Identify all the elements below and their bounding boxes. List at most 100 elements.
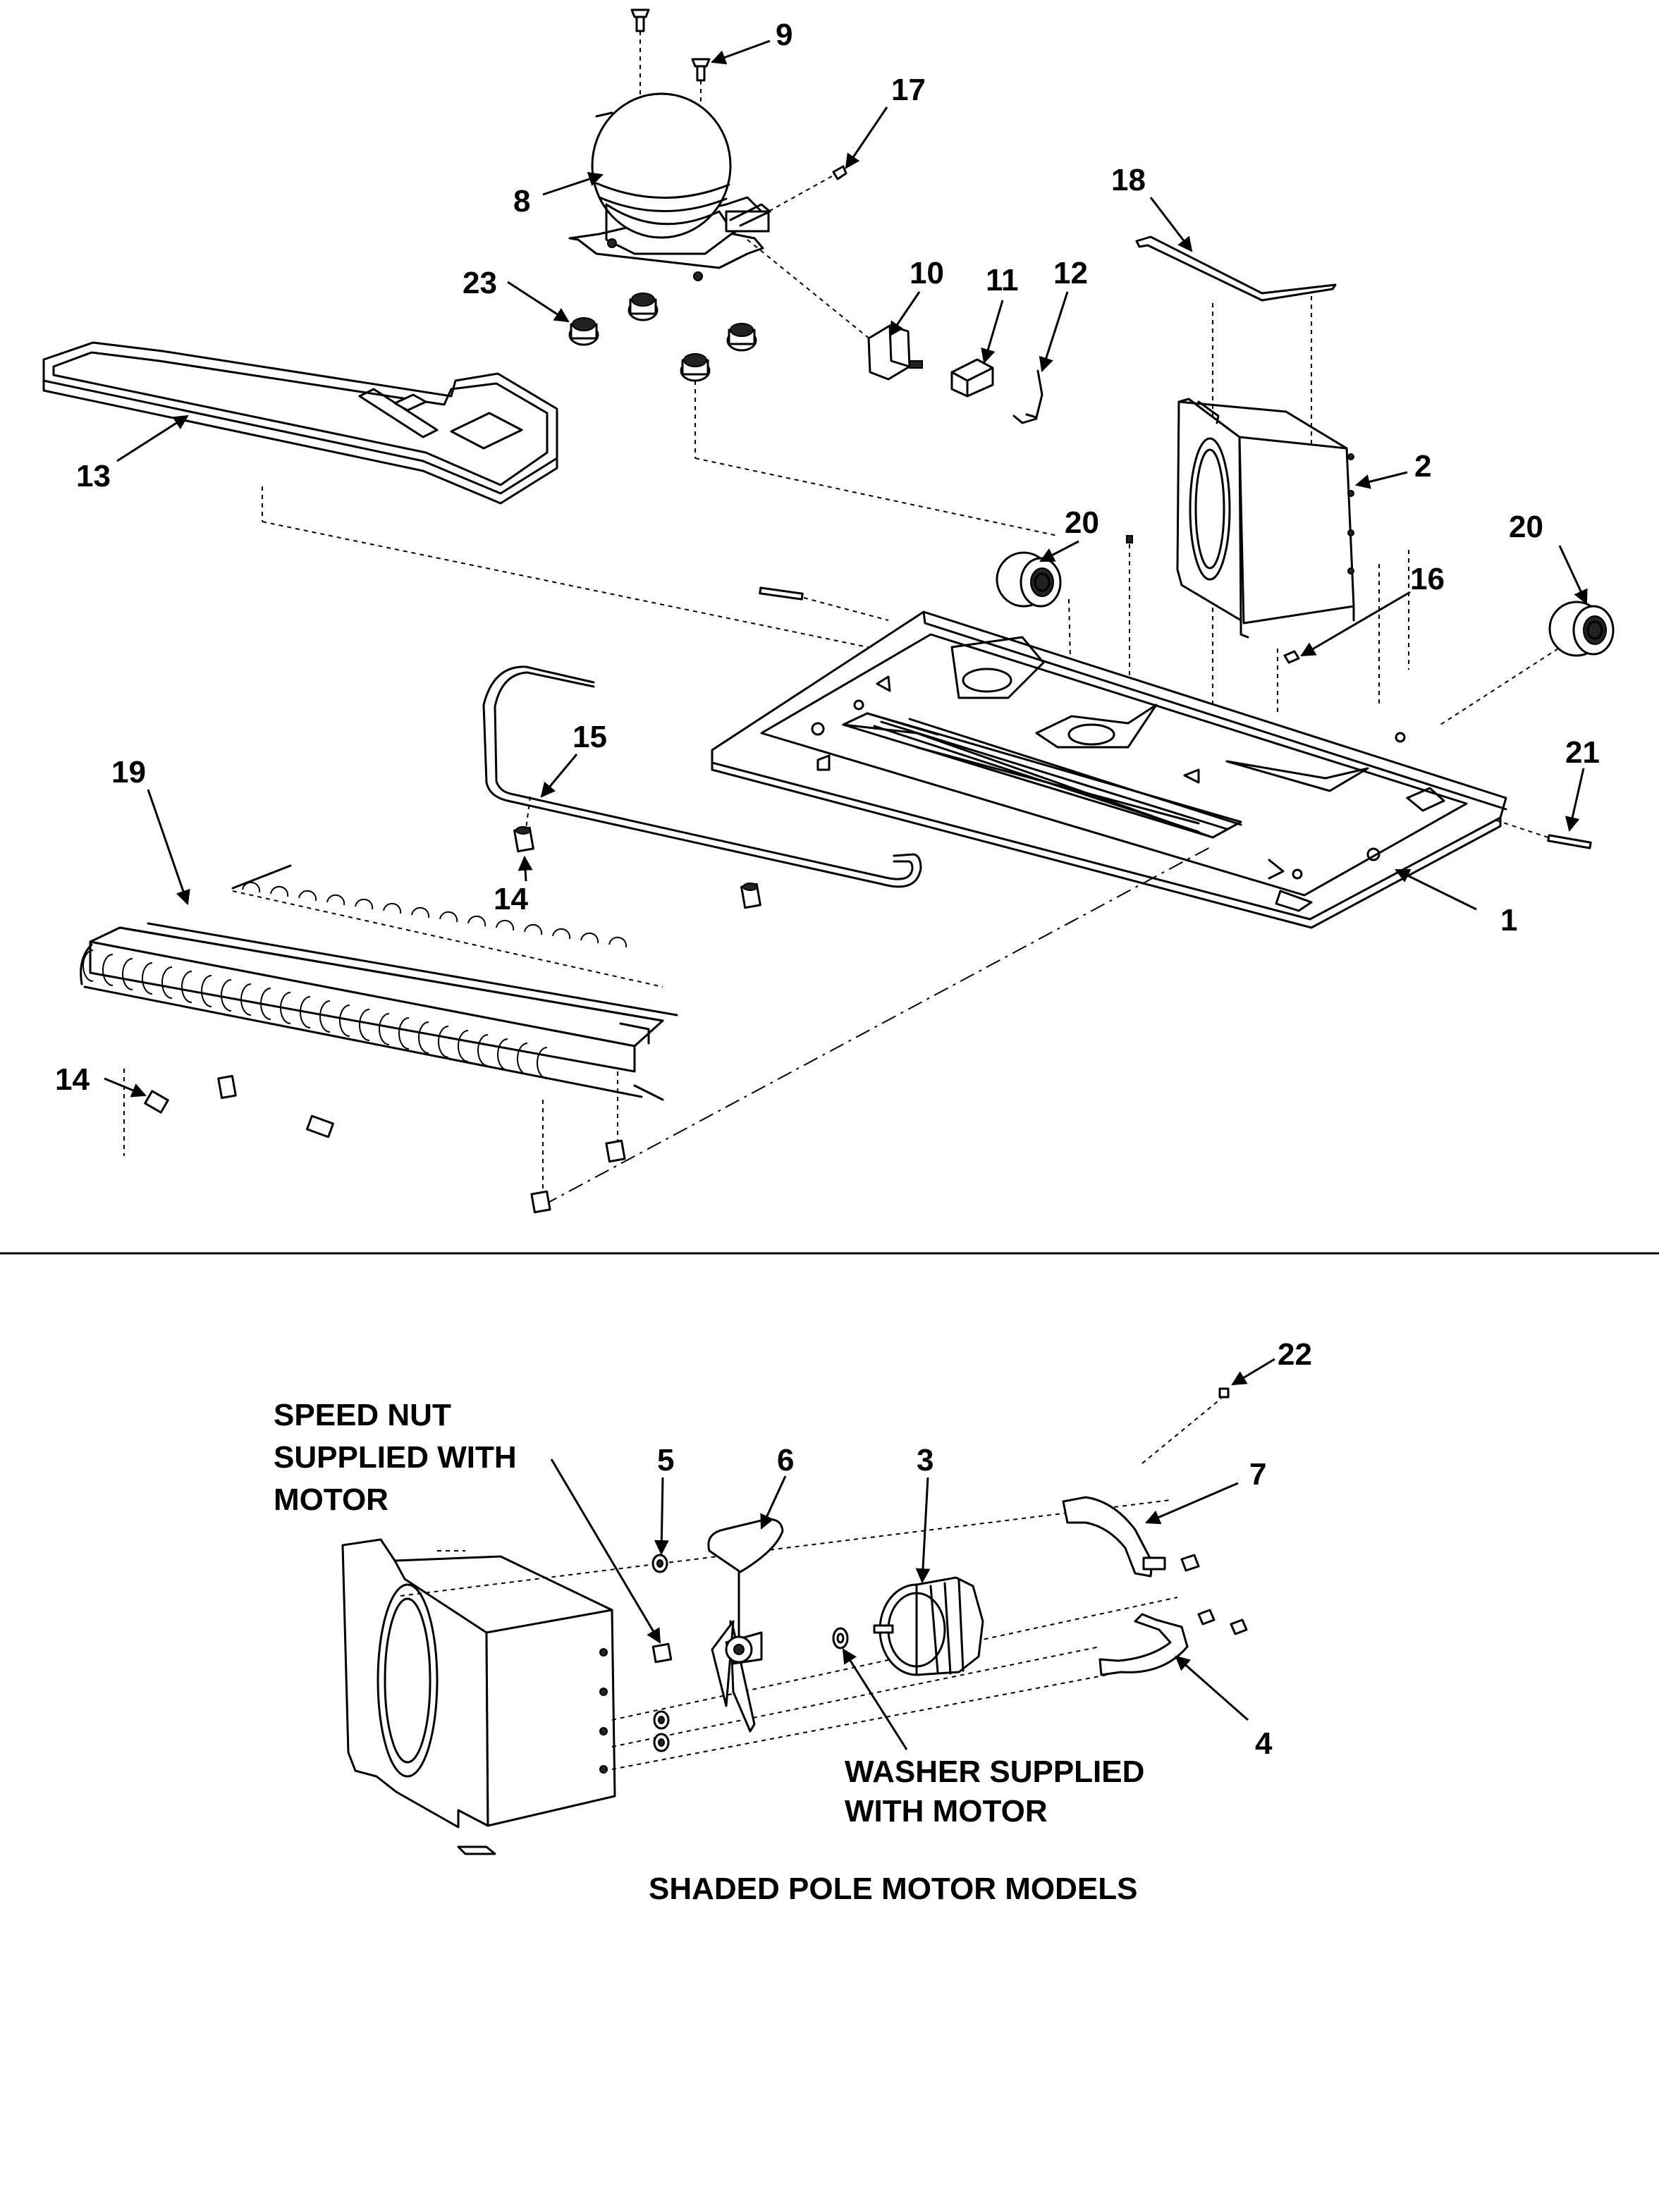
svg-text:23: 23 [463,266,497,300]
condenser-fan-shroud [1176,398,1355,639]
callout-10: 10 [888,256,944,337]
spacer [513,826,534,853]
svg-text:SPEED NUT: SPEED NUT [274,1398,451,1432]
callout-11: 11 [981,263,1019,364]
svg-text:10: 10 [910,256,944,290]
callout-16: 16 [1300,562,1445,657]
svg-text:22: 22 [1278,1337,1312,1372]
fan-shroud-detail [341,1538,616,1855]
relay-cover [950,358,994,398]
fan-motor [873,1576,984,1676]
base-pan [711,610,1507,929]
spacer [306,1114,334,1138]
screw-22 [1218,1387,1230,1399]
grommet [568,317,599,346]
callout-20b: 20 [1509,510,1588,605]
svg-text:15: 15 [573,720,607,754]
grommet [726,323,757,352]
svg-text:14: 14 [494,882,528,916]
callout-9: 9 [711,18,792,65]
svg-text:16: 16 [1410,562,1445,596]
screw-16 [1283,650,1300,664]
condenser-coil [80,864,678,1101]
svg-text:7: 7 [1249,1457,1266,1492]
callout-5: 5 [654,1443,674,1556]
callout-7: 7 [1145,1457,1266,1525]
nut-5 [651,1554,668,1573]
svg-text:4: 4 [1255,1726,1273,1761]
screw-17 [832,165,847,180]
fan-blade [707,1518,784,1733]
grommet [680,353,711,382]
callout-14a: 14 [494,855,533,916]
svg-text:SUPPLIED WITH: SUPPLIED WITH [274,1440,517,1475]
callout-14b: 14 [55,1062,147,1098]
screw-left [630,8,650,32]
motor-bracket-lower [1098,1609,1248,1676]
shroud-bracket [1135,235,1337,302]
grommet [628,293,659,321]
relay-overload [867,324,923,381]
spacer [605,1139,626,1163]
svg-text:MOTOR: MOTOR [274,1482,388,1517]
svg-text:13: 13 [76,459,111,493]
svg-text:17: 17 [891,73,926,107]
callout-19: 19 [111,755,190,905]
svg-text:20: 20 [1509,510,1543,544]
speed-nut [651,1642,673,1664]
nut [653,1733,670,1752]
spacer [530,1190,551,1214]
svg-text:2: 2 [1414,449,1431,484]
svg-text:14: 14 [55,1062,90,1097]
spacer [217,1074,237,1100]
callout-13: 13 [76,414,189,493]
callout-8: 8 [513,172,604,219]
nut [653,1710,670,1730]
svg-text:WITH MOTOR: WITH MOTOR [845,1794,1048,1829]
spacer [740,883,761,909]
callout-4: 4 [1175,1655,1273,1761]
svg-text:3: 3 [917,1443,933,1477]
callout-21: 21 [1565,735,1600,832]
callout-1: 1 [1395,868,1517,938]
spacer [144,1090,169,1114]
diagram-caption: SHADED POLE MOTOR MODELS [649,1872,1137,1906]
callout-15: 15 [540,720,607,798]
roller [996,551,1062,608]
drain-pan [42,341,558,505]
callout-23: 23 [463,266,570,323]
callout-6: 6 [760,1443,794,1530]
svg-text:20: 20 [1065,505,1099,540]
screw-9 [691,58,711,82]
speed-nut-note: SPEED NUT SUPPLIED WITH MOTOR [274,1398,661,1644]
compressor [568,92,771,281]
motor-bracket-upper [1062,1496,1200,1578]
wire-clip [1012,369,1043,424]
svg-text:12: 12 [1053,256,1088,290]
axle-pin-21 [1547,834,1592,849]
callout-12: 12 [1039,256,1088,372]
svg-text:5: 5 [657,1443,674,1477]
callout-3: 3 [915,1443,933,1584]
callout-20a: 20 [1039,505,1099,563]
axle-pin [759,586,804,601]
svg-text:21: 21 [1565,735,1600,770]
svg-text:11: 11 [986,263,1019,297]
svg-text:9: 9 [776,18,792,52]
svg-text:WASHER SUPPLIED: WASHER SUPPLIED [845,1755,1144,1789]
callout-18: 18 [1111,163,1193,252]
condenser-tube [482,665,922,888]
svg-text:8: 8 [513,184,530,219]
callout-22: 22 [1231,1337,1312,1386]
svg-text:6: 6 [777,1443,794,1477]
washer [832,1627,849,1649]
roller [1548,601,1615,657]
svg-text:1: 1 [1500,903,1517,938]
washer-note: WASHER SUPPLIED WITH MOTOR [842,1648,1144,1829]
svg-text:18: 18 [1111,163,1146,197]
callout-2: 2 [1354,449,1431,489]
callout-17: 17 [845,73,926,169]
svg-text:19: 19 [111,755,146,789]
pin [1126,535,1133,543]
